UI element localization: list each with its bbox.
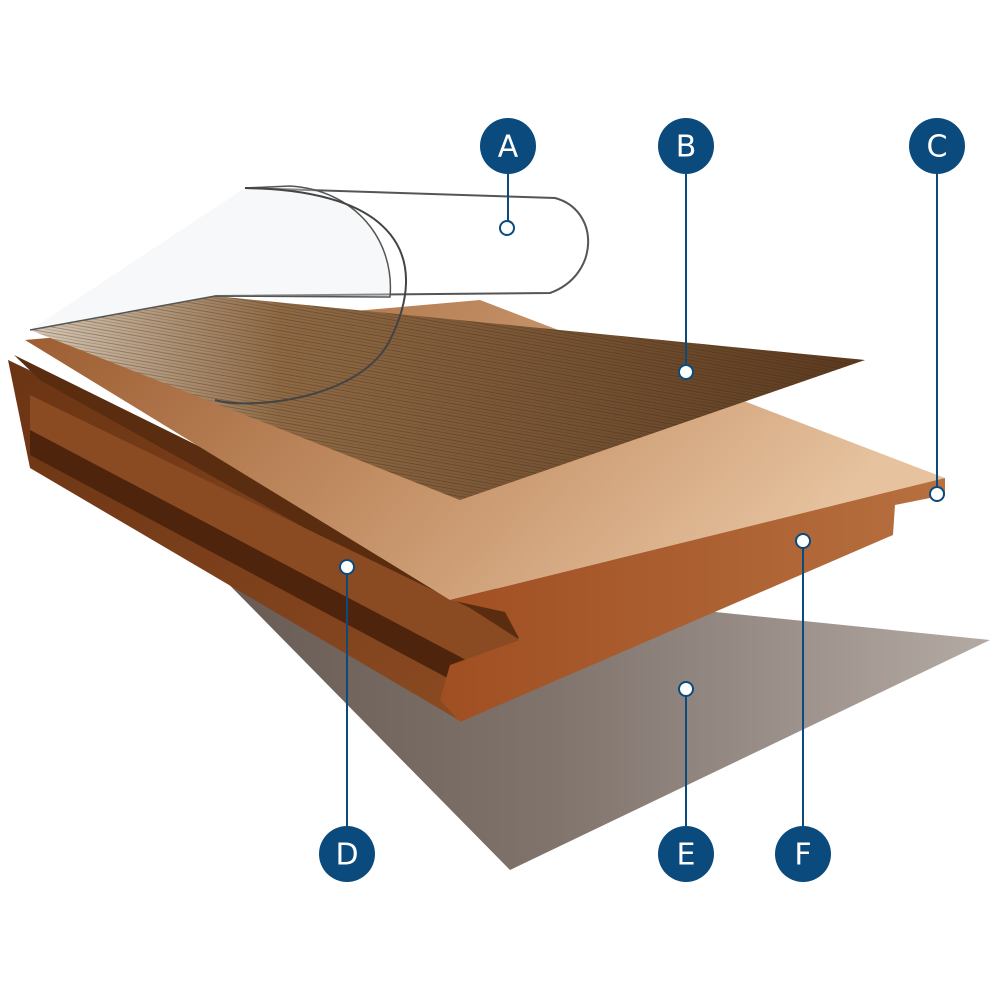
callout-label-f: F [794, 838, 811, 873]
anchor-point-f [795, 533, 811, 549]
callout-e: E [658, 826, 714, 882]
callout-label-a: A [498, 130, 519, 165]
leader-lines [339, 170, 945, 830]
callout-badge-d [319, 826, 375, 882]
callout-a: A [480, 118, 536, 174]
overlay-film [29, 185, 590, 405]
anchor-point-d [339, 559, 355, 575]
anchor-point-e [678, 681, 694, 697]
callout-b: B [658, 118, 714, 174]
callout-badge-a [480, 118, 536, 174]
callout-label-d: D [335, 838, 358, 873]
callout-f: F [775, 826, 831, 882]
anchor-point-a [499, 220, 515, 236]
callout-c: C [909, 118, 965, 174]
decor-grain [30, 296, 865, 500]
plank-long-edge [8, 355, 548, 722]
callout-badge-c [909, 118, 965, 174]
anchor-point-c [929, 486, 945, 502]
callout-label-e: E [677, 838, 696, 873]
callout-badge-f [775, 826, 831, 882]
callout-badge-b [658, 118, 714, 174]
callout-label-c: C [927, 130, 948, 165]
anchor-point-b [678, 364, 694, 380]
callout-badge-e [658, 826, 714, 882]
core-board-front [440, 478, 945, 722]
callout-label-b: B [676, 130, 697, 165]
callout-d: D [319, 826, 375, 882]
